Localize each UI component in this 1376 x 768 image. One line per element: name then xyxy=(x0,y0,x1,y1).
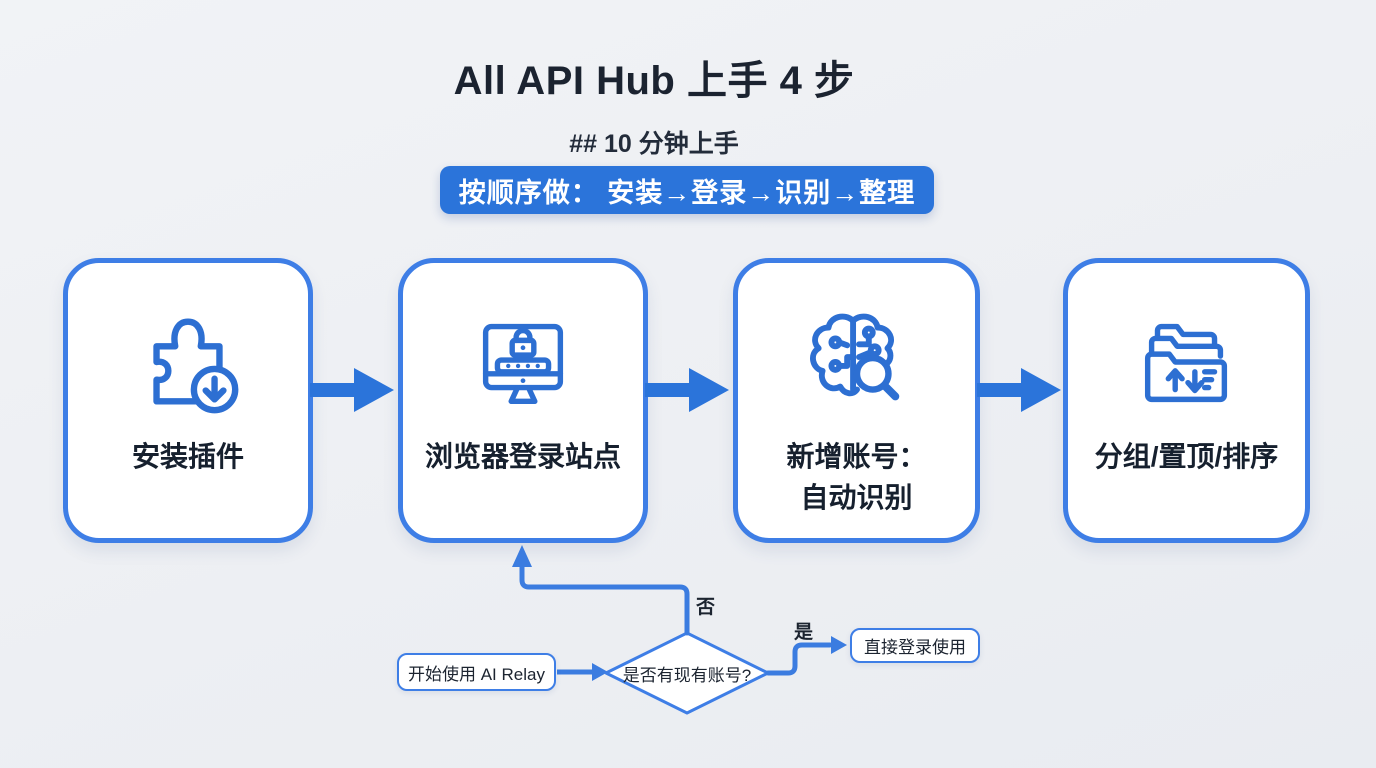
step-card-login: 浏览器登录站点 xyxy=(398,258,648,543)
header: All API Hub 上手 4 步 ## 10 分钟上手 xyxy=(0,0,1342,160)
page-title: All API Hub 上手 4 步 xyxy=(453,59,855,103)
folders-sort-icon xyxy=(1144,323,1227,403)
step-label-organize: 分组/置顶/排序 xyxy=(1094,441,1279,472)
step-label-install: 安装插件 xyxy=(131,441,244,472)
arrow-right-icon xyxy=(645,368,729,412)
sequence-banner: 按顺序做： 安装→登录→识别→整理 xyxy=(440,166,934,214)
flow-start-box: 开始使用 AI Relay xyxy=(397,653,556,691)
step-card-install: 安装插件 xyxy=(63,258,313,543)
flow-result-box: 直接登录使用 xyxy=(850,628,980,663)
branch-no-label: 否 xyxy=(696,597,716,618)
step-card-organize: 分组/置顶/排序 xyxy=(1063,258,1310,543)
monitor-lock-icon xyxy=(482,323,564,405)
page-subtitle: ## 10 分钟上手 xyxy=(569,130,739,158)
brain-search-icon xyxy=(809,313,899,401)
arrow-right-icon xyxy=(977,368,1061,412)
flow-decision-label: 是否有现有账号? xyxy=(622,665,752,685)
arrow-right-icon xyxy=(310,368,394,412)
branch-yes-label: 是 xyxy=(794,622,814,643)
step-label-detect: 新增账号： 自动识别 xyxy=(786,441,927,513)
step-label-login: 浏览器登录站点 xyxy=(424,441,621,472)
puzzle-download-icon xyxy=(153,318,239,414)
step-card-detect: 新增账号： 自动识别 xyxy=(733,258,980,543)
